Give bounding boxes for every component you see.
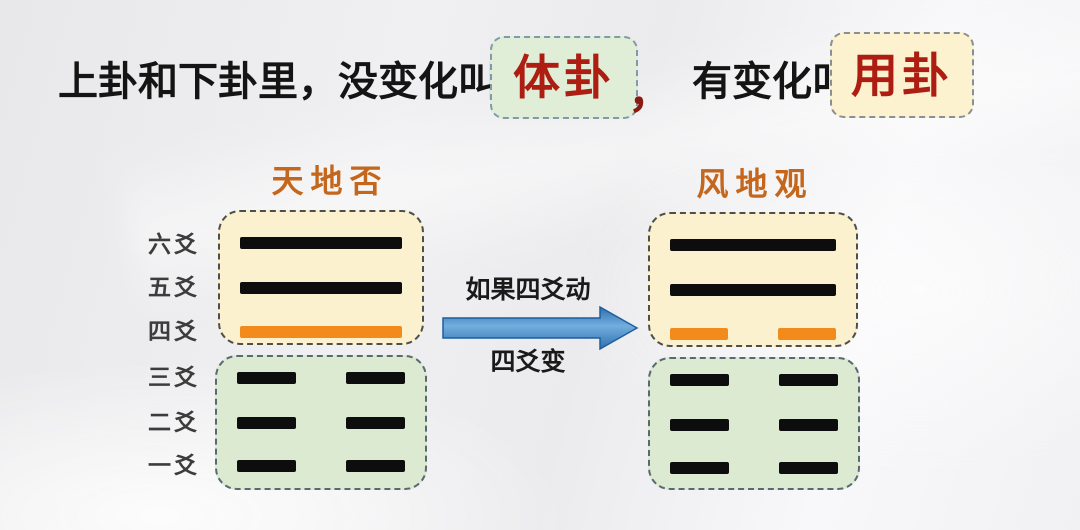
yao-line-broken-black xyxy=(237,372,405,384)
left-lower-trigram-box xyxy=(215,355,427,490)
yao-line-solid-orange xyxy=(240,326,402,338)
header-text-prefix: 上卦和下卦里，没变化叫 xyxy=(58,60,498,104)
yao-line-broken-black xyxy=(670,374,838,386)
line-label-3: 三爻 xyxy=(148,364,200,390)
yao-line-solid-black xyxy=(670,239,836,251)
line-label-5: 五爻 xyxy=(148,274,200,300)
arrow-condition-label: 如果四爻动 xyxy=(465,276,591,304)
yao-line-broken-black xyxy=(237,460,405,472)
right-upper-trigram-box xyxy=(648,212,858,347)
yao-line-solid-black xyxy=(670,284,836,296)
yao-line-broken-black xyxy=(237,417,405,429)
right-hexagram-title: 风地观 xyxy=(696,166,814,202)
header-comma: ， xyxy=(628,68,672,117)
header-text-middle: 有变化叫 xyxy=(692,60,852,104)
body-gua-box: 体卦 xyxy=(490,36,638,119)
left-hexagram-title: 天地否 xyxy=(271,163,389,199)
right-lower-trigram-box xyxy=(648,357,860,490)
yao-line-solid-black xyxy=(240,237,402,249)
yao-line-broken-black xyxy=(670,419,838,431)
line-label-1: 一爻 xyxy=(148,452,200,478)
line-label-6: 六爻 xyxy=(148,231,200,257)
left-upper-trigram-box xyxy=(218,210,424,345)
use-gua-box: 用卦 xyxy=(830,32,974,118)
line-label-4: 四爻 xyxy=(148,318,200,344)
transform-arrow-icon xyxy=(442,305,640,351)
yao-line-broken-orange xyxy=(670,328,836,340)
arrow-result-label: 四爻变 xyxy=(490,348,566,376)
yao-line-broken-black xyxy=(670,462,838,474)
yao-line-solid-black xyxy=(240,282,402,294)
line-label-2: 二爻 xyxy=(148,409,200,435)
use-gua-label: 用卦 xyxy=(851,48,953,102)
body-gua-label: 体卦 xyxy=(513,51,615,104)
